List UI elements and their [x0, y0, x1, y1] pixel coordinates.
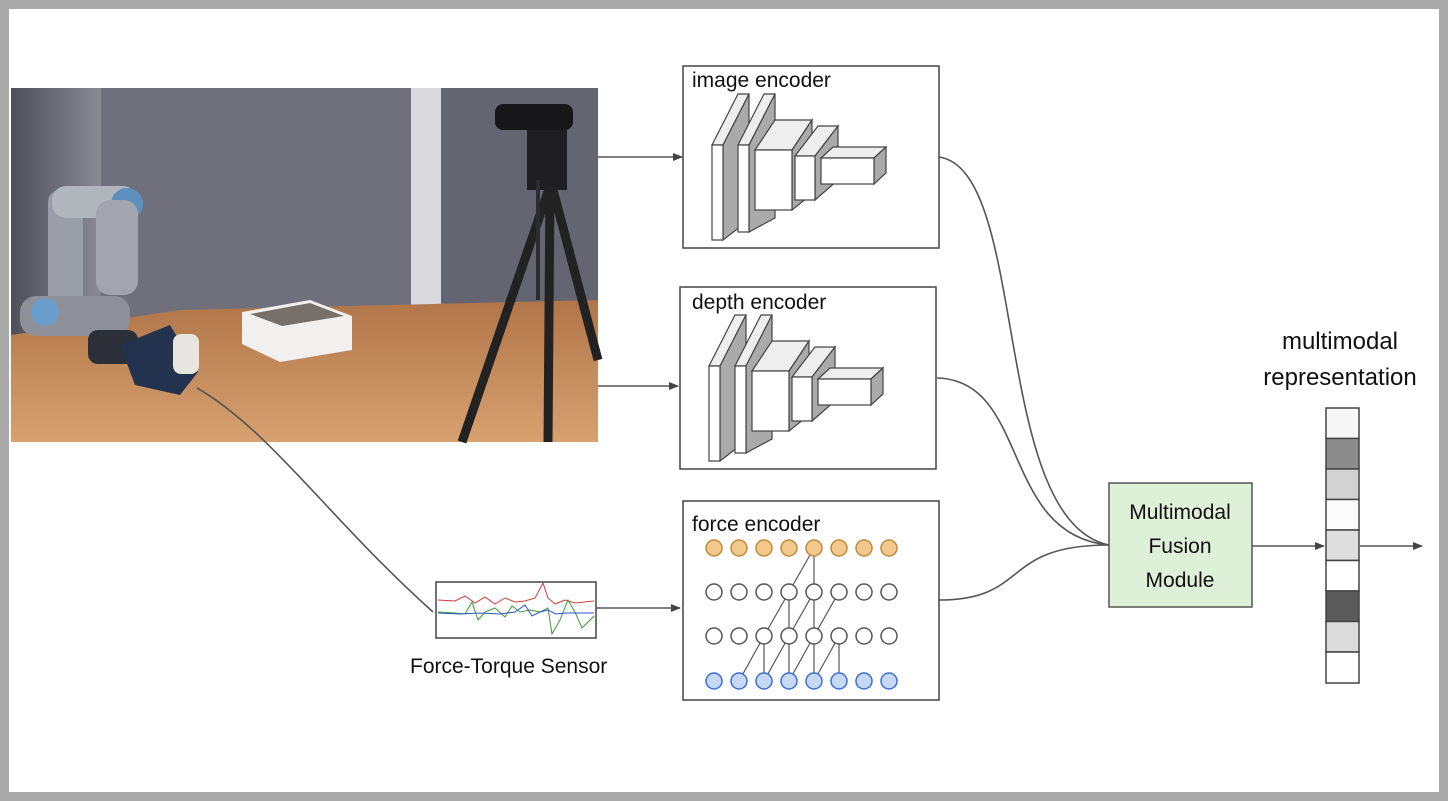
representation-label-line: representation [1263, 364, 1417, 391]
representation-cell [1325, 559, 1360, 592]
representation-cell [1325, 437, 1360, 470]
multimodal-representation-label: multimodal representation [1250, 324, 1430, 396]
representation-cell [1325, 407, 1360, 440]
link-force-to-fusion [938, 544, 1110, 601]
multimodal-representation-vector [1325, 407, 1360, 684]
representation-label-line: multimodal [1281, 328, 1399, 355]
force-torque-signal-plot [435, 581, 597, 639]
fusion-label-line: Module [1145, 569, 1215, 592]
depth-encoder-label: depth encoder [692, 291, 827, 314]
fusion-label-line: Fusion [1148, 535, 1212, 558]
multimodal-fusion-module-box [1108, 482, 1253, 608]
representation-cell [1325, 529, 1360, 562]
link-image-to-fusion [938, 156, 1110, 546]
representation-cell [1325, 620, 1360, 653]
sensor-cable [196, 387, 434, 613]
force-encoder-label: force encoder [692, 513, 821, 536]
representation-cell [1325, 651, 1360, 684]
depth-encoder-cnn-icon [708, 314, 885, 463]
link-depth-to-fusion [936, 377, 1110, 546]
robot-scene-photo [11, 88, 603, 444]
multimodal-fusion-module-label: Multimodal Fusion Module [1109, 496, 1251, 598]
image-encoder-label: image encoder [692, 69, 831, 92]
force-encoder-network-icon [705, 539, 898, 690]
representation-cell [1325, 590, 1360, 623]
force-encoder-box [682, 500, 940, 701]
force-torque-sensor-label: Force-Torque Sensor [410, 655, 608, 678]
representation-cell [1325, 468, 1360, 501]
force-torque-signal-lines [437, 581, 595, 636]
representation-cell [1325, 498, 1360, 531]
image-encoder-cnn-icon [711, 93, 888, 242]
fusion-label-line: Multimodal [1129, 501, 1231, 524]
